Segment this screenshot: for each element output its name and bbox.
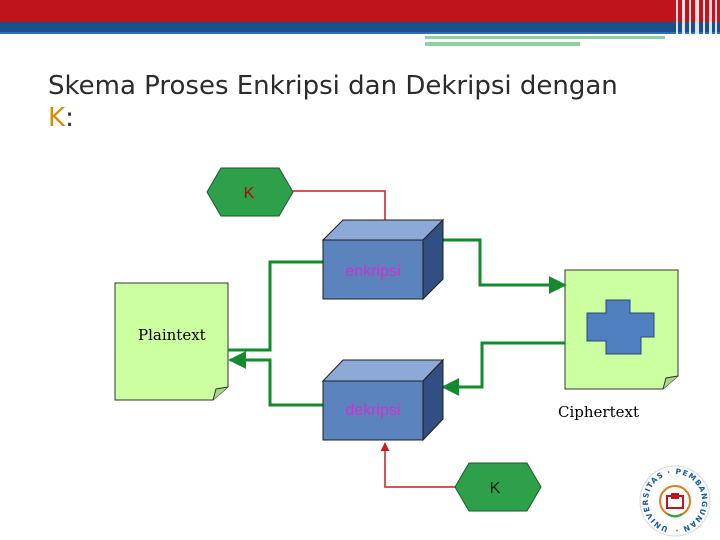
slide-title-colon: : — [65, 103, 74, 133]
university-logo: UNIVERSITAS · PEMBANGUNAN · JAYA — [634, 462, 711, 537]
connector-plaintext-to-enkripsi — [228, 253, 345, 352]
arrow-key-to-enkripsi — [293, 190, 390, 233]
key-top-label: K — [244, 185, 255, 202]
scrambled-cross-icon — [586, 299, 655, 355]
key-top-hexagon — [206, 167, 294, 217]
plaintext-label: Plaintext — [138, 326, 206, 344]
arrow-key-to-dekripsi — [380, 442, 455, 488]
university-seal: UNIVERSITAS · PEMBANGUNAN · JAYA — [634, 462, 711, 537]
ciphertext-label: Ciphertext — [558, 403, 639, 421]
key-bottom-hexagon — [454, 462, 542, 512]
plaintext-document — [114, 282, 229, 401]
connector-ciphertext-to-dekripsi — [441, 341, 565, 396]
connector-enkripsi-to-ciphertext — [442, 238, 567, 294]
slide-title-text: Skema Proses Enkripsi dan Dekripsi denga… — [48, 71, 618, 101]
dekripsi-box — [321, 358, 445, 442]
slide-title: Skema Proses Enkripsi dan Dekripsi denga… — [48, 70, 688, 134]
header-banner — [0, 0, 720, 46]
enkripsi-box — [321, 218, 445, 301]
enkripsi-label: enkripsi — [345, 263, 400, 280]
connector-dekripsi-to-plaintext — [228, 351, 323, 407]
key-bottom-label: K — [490, 480, 501, 497]
slide-title-key: K — [48, 103, 66, 133]
dekripsi-label: dekripsi — [345, 402, 400, 419]
